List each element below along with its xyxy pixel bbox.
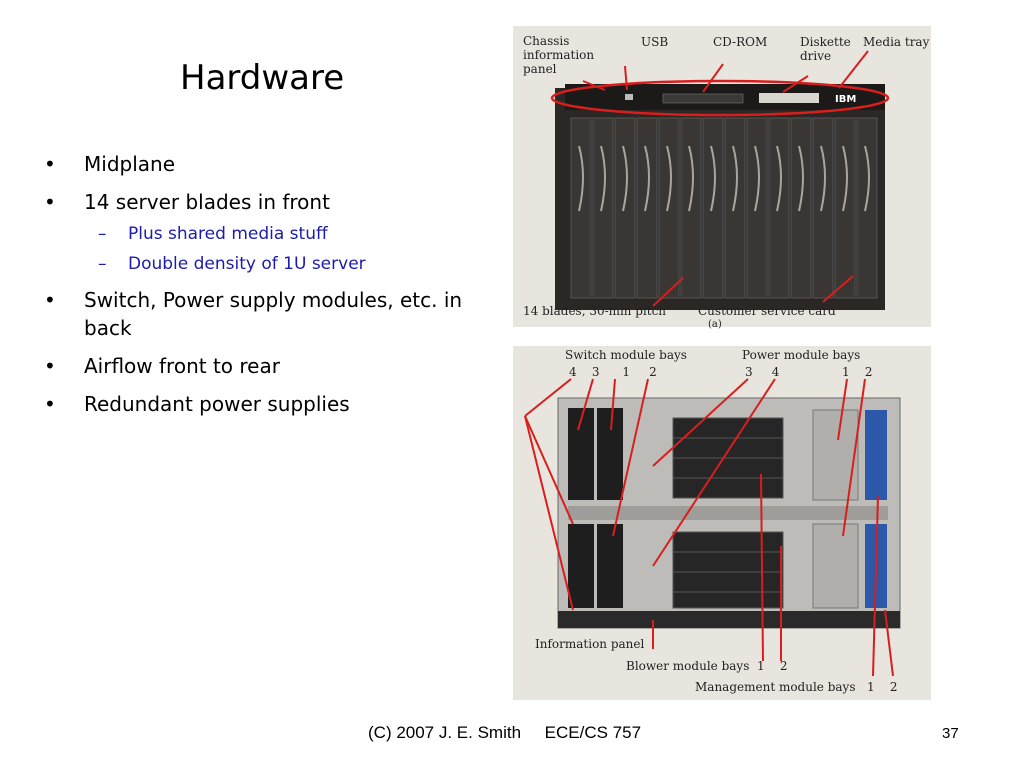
usb-label: USB xyxy=(641,35,669,49)
bullet-list: •Midplane •14 server blades in front –Pl… xyxy=(40,150,490,428)
information-panel-strip xyxy=(558,611,900,628)
cdrom-label: CD-ROM xyxy=(713,35,768,49)
blade-slots xyxy=(570,117,878,299)
front-chassis-drawing xyxy=(550,50,890,310)
management-bays-label: Management module bays 1 2 xyxy=(695,680,898,694)
figure-part-label: (a) xyxy=(708,319,722,330)
bullet-item: •14 server blades in front xyxy=(44,190,330,214)
footer-center: (C) 2007 J. E. Smith ECE/CS 757 xyxy=(368,723,642,742)
diskette-label: Diskette drive xyxy=(800,35,851,63)
blade-handles xyxy=(578,145,870,212)
dash-icon: – xyxy=(98,254,107,274)
power-bays-label: Power module bays xyxy=(742,348,861,362)
usb-port xyxy=(625,94,633,100)
bullet-icon: • xyxy=(44,190,56,214)
power-bay-numbers-left: 3 4 xyxy=(745,365,780,379)
dash-icon: – xyxy=(98,224,107,244)
media-highlight-ellipse xyxy=(550,79,890,117)
diskette-drive xyxy=(759,93,819,103)
blower-bays-label: Blower module bays 1 2 xyxy=(626,659,788,673)
switch-bays-label: Switch module bays xyxy=(565,348,687,362)
slide-number: 37 xyxy=(942,725,959,742)
bullet-icon: • xyxy=(44,288,56,312)
cdrom-drive xyxy=(662,93,744,104)
callout-arrows xyxy=(582,50,869,307)
brand-logo: IBM xyxy=(835,94,857,105)
bullet-item: •Midplane xyxy=(44,152,175,176)
callout-arrows-rear xyxy=(524,378,894,677)
bullet-item: •Switch, Power supply modules, etc. in b… xyxy=(44,288,463,340)
chassis-info-label: Chassis information panel xyxy=(523,34,595,76)
sub-bullet-item: –Plus shared media stuff xyxy=(98,224,328,244)
bullet-icon: • xyxy=(44,354,56,378)
bullet-icon: • xyxy=(44,392,56,416)
information-panel-label: Information panel xyxy=(535,637,645,651)
rear-chassis-figure: Switch module bays 4 3 1 2 Power module … xyxy=(513,346,931,700)
switch-bay-numbers: 4 3 1 2 xyxy=(569,365,657,379)
blower-strip xyxy=(568,506,888,520)
slide-title: Hardware xyxy=(180,58,345,98)
bullet-item: •Airflow front to rear xyxy=(44,354,280,378)
power-modules xyxy=(672,409,859,609)
power-bay-numbers-right: 1 2 xyxy=(842,365,873,379)
rear-chassis-drawing xyxy=(524,378,901,677)
service-card-label: Customer service card xyxy=(698,304,836,318)
blades-label: 14 blades, 30-mm pitch xyxy=(523,304,667,318)
sub-bullet-item: –Double density of 1U server xyxy=(98,254,366,274)
front-chassis-figure: Chassis information panel USB CD-ROM Dis… xyxy=(513,26,931,330)
bullet-item: •Redundant power supplies xyxy=(44,392,350,416)
media-tray-label: Media tray xyxy=(863,35,930,49)
bullet-icon: • xyxy=(44,152,56,176)
switch-modules xyxy=(568,408,623,608)
